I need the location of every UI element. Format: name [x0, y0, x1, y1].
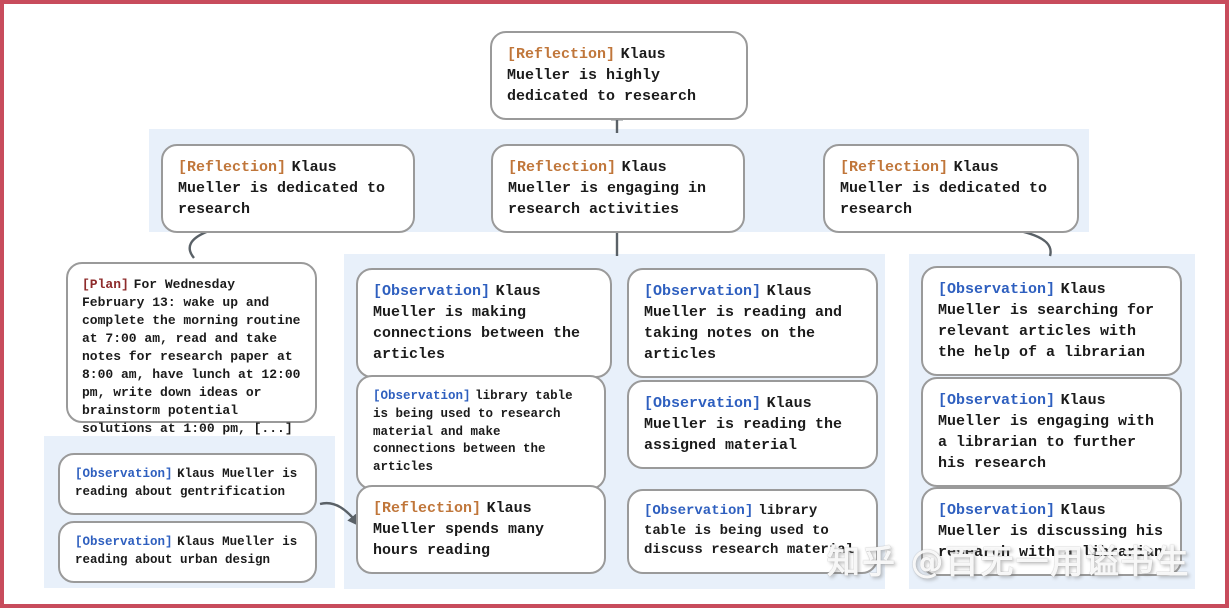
observation-box-library-discuss: [Observation]library table is being used…	[627, 489, 878, 574]
observation-tag: [Observation]	[644, 395, 762, 412]
reflection-tag: [Reflection]	[508, 159, 617, 176]
observation-box-connections: [Observation]Klaus Mueller is making con…	[356, 268, 612, 378]
memory-text: Klaus Mueller is dedicated to research	[840, 159, 1048, 218]
observation-box-taking-notes: [Observation]Klaus Mueller is reading an…	[627, 268, 878, 378]
plan-tag: [Plan]	[82, 277, 129, 292]
reflection-tag: [Reflection]	[507, 46, 616, 63]
memory-text: Klaus Mueller is reading the assigned ma…	[644, 395, 843, 454]
memory-text: Klaus Mueller is highly dedicated to res…	[507, 46, 697, 105]
memory-text: For Wednesday February 13: wake up and c…	[82, 277, 301, 436]
memory-text: Klaus Mueller is engaging with a librari…	[938, 392, 1155, 472]
memory-text: Klaus Mueller is reading about gentrific…	[75, 467, 298, 499]
observation-box-gentrification: [Observation]Klaus Mueller is reading ab…	[58, 453, 317, 515]
memory-text: Klaus Mueller is reading and taking note…	[644, 283, 843, 363]
observation-box-library-research: [Observation]library table is being used…	[356, 375, 606, 490]
observation-tag: [Observation]	[373, 283, 491, 300]
plan-box: [Plan]For Wednesday February 13: wake up…	[66, 262, 317, 436]
memory-text: Klaus Mueller is discussing his research…	[938, 502, 1164, 561]
memory-text: Klaus Mueller is dedicated to research	[178, 159, 386, 218]
observation-tag: [Observation]	[644, 503, 754, 519]
memory-text: library table is being used to research …	[373, 389, 573, 474]
observation-tag: [Observation]	[938, 502, 1056, 519]
observation-tag: [Observation]	[938, 281, 1056, 298]
observation-tag: [Observation]	[373, 389, 471, 403]
memory-text: Klaus Mueller is reading about urban des…	[75, 535, 298, 567]
memory-text: Klaus Mueller is searching for relevant …	[938, 281, 1155, 361]
observation-box-discussing-librarian: [Observation]Klaus Mueller is discussing…	[921, 487, 1182, 576]
observation-box-searching-articles: [Observation]Klaus Mueller is searching …	[921, 266, 1182, 376]
reflection-box-hours-reading: [Reflection]Klaus Mueller spends many ho…	[356, 485, 606, 574]
memory-text: Klaus Mueller spends many hours reading	[373, 500, 545, 559]
memory-text: library table is being used to discuss r…	[644, 503, 855, 559]
reflection-box-l2-right: [Reflection]Klaus Mueller is dedicated t…	[823, 144, 1079, 233]
observation-tag: [Observation]	[75, 535, 173, 549]
observation-tag: [Observation]	[75, 467, 173, 481]
zhihu-watermark: 知乎 @百无一用谥书生	[827, 542, 1191, 581]
reflection-tag: [Reflection]	[178, 159, 287, 176]
reflection-box-root: [Reflection]Klaus Mueller is highly dedi…	[490, 31, 748, 120]
reflection-tag: [Reflection]	[840, 159, 949, 176]
reflection-box-l2-left: [Reflection]Klaus Mueller is dedicated t…	[161, 144, 415, 233]
observation-box-engaging-librarian: [Observation]Klaus Mueller is engaging w…	[921, 377, 1182, 487]
reflection-tag: [Reflection]	[373, 500, 482, 517]
reflection-box-l2-mid: [Reflection]Klaus Mueller is engaging in…	[491, 144, 745, 233]
observation-box-assigned-material: [Observation]Klaus Mueller is reading th…	[627, 380, 878, 469]
observation-box-urban-design: [Observation]Klaus Mueller is reading ab…	[58, 521, 317, 583]
observation-tag: [Observation]	[644, 283, 762, 300]
observation-tag: [Observation]	[938, 392, 1056, 409]
memory-text: Klaus Mueller is engaging in research ac…	[508, 159, 707, 218]
memory-text: Klaus Mueller is making connections betw…	[373, 283, 581, 363]
